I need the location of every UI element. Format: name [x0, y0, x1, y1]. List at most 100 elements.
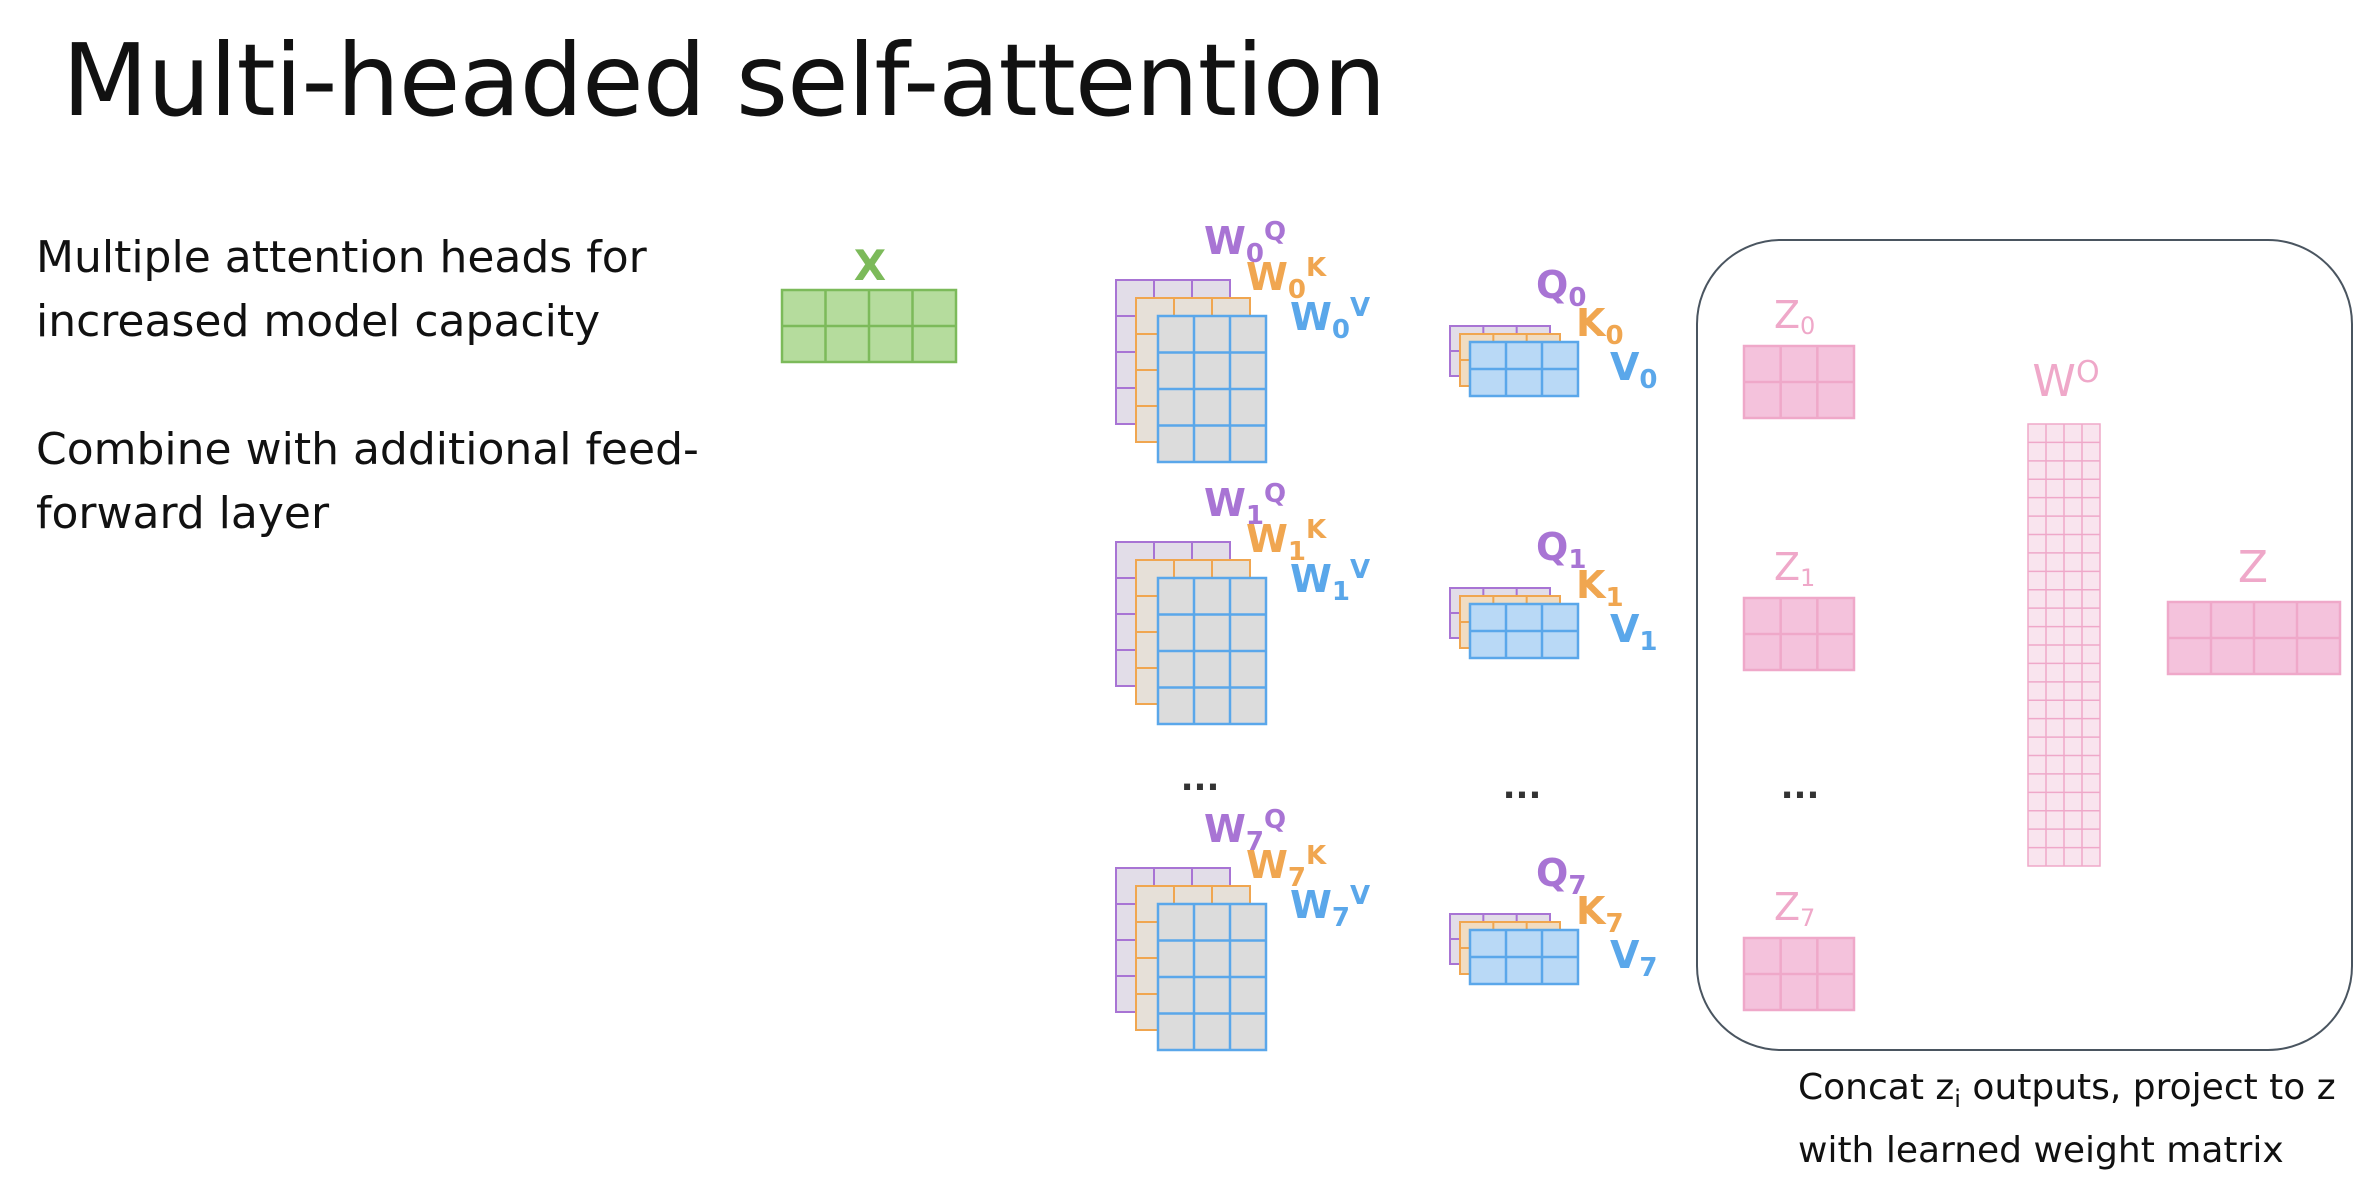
wv-subscript: 1	[1332, 577, 1350, 607]
wv-matrix	[1156, 314, 1268, 464]
z-ellipsis: ...	[1781, 767, 1820, 807]
wv-matrix	[1156, 576, 1268, 726]
wk-subscript: 7	[1288, 863, 1306, 893]
v-matrix	[1468, 928, 1580, 986]
wv-letter: W	[1290, 557, 1332, 601]
v-letter: V	[1610, 933, 1640, 977]
q-letter: Q	[1536, 263, 1568, 307]
z-output-label: Z	[2238, 542, 2268, 593]
wv-superscript: V	[1350, 293, 1370, 323]
v-subscript: 1	[1639, 627, 1657, 657]
q-label: Q7	[1536, 851, 1586, 901]
caption-text: outputs, project to z	[1960, 1067, 2336, 1108]
v-letter: V	[1610, 345, 1640, 389]
wv-label: W0V	[1290, 293, 1370, 345]
v-subscript: 0	[1639, 365, 1657, 395]
wq-subscript: 7	[1246, 827, 1264, 857]
x-matrix	[780, 288, 958, 364]
caption-subscript: i	[1954, 1085, 1961, 1113]
wk-letter: W	[1246, 843, 1288, 887]
k-letter: K	[1576, 301, 1607, 345]
z-label: Z1	[1774, 545, 1815, 592]
bullet-line: Multiple attention heads for	[36, 232, 647, 283]
page-title: Multi-headed self-attention	[62, 22, 1386, 139]
wq-superscript: Q	[1264, 479, 1286, 509]
q-label: Q1	[1536, 525, 1586, 575]
wo-matrix	[2027, 423, 2101, 867]
bullet-line: Combine with additional feed-	[36, 424, 699, 475]
k-label: K1	[1576, 563, 1624, 613]
k-subscript: 1	[1605, 583, 1623, 613]
z-output-grid	[2166, 600, 2342, 676]
v-letter: V	[1610, 607, 1640, 651]
wo-label: WO	[2032, 355, 2099, 407]
x-matrix-grid	[780, 288, 958, 364]
v-label: V1	[1610, 607, 1658, 657]
q-subscript: 0	[1568, 283, 1586, 313]
z-output-matrix	[2166, 600, 2342, 676]
wk-label: W7K	[1246, 841, 1327, 893]
wk-letter: W	[1246, 517, 1288, 561]
wv-matrix	[1156, 902, 1268, 1052]
k-label: K0	[1576, 301, 1624, 351]
v-matrix	[1468, 340, 1580, 398]
wv-label: W1V	[1290, 555, 1370, 607]
wk-superscript: K	[1306, 515, 1327, 545]
z-matrix	[1742, 344, 1856, 420]
wv-letter: W	[1290, 295, 1332, 339]
wq-label: W7Q	[1204, 805, 1286, 857]
z-matrix	[1742, 936, 1856, 1012]
v-label: V7	[1610, 933, 1658, 983]
wk-subscript: 1	[1288, 537, 1306, 567]
wk-letter: W	[1246, 255, 1288, 299]
wv-label: W7V	[1290, 881, 1370, 933]
x-label: X	[854, 241, 886, 290]
k-letter: K	[1576, 563, 1607, 607]
bullet-capacity: Multiple attention heads for increased m…	[36, 226, 736, 354]
wv-subscript: 0	[1332, 315, 1350, 345]
caption-line-2: with learned weight matrix	[1798, 1130, 2284, 1171]
q-subscript: 7	[1568, 871, 1586, 901]
wv-letter: W	[1290, 883, 1332, 927]
concat-frame	[1696, 239, 2353, 1051]
wq-label: W0Q	[1204, 217, 1286, 269]
wk-superscript: K	[1306, 253, 1327, 283]
qkv-ellipsis: ...	[1503, 767, 1542, 807]
z-matrix	[1742, 596, 1856, 672]
z-letter: Z	[1774, 545, 1800, 589]
weights-ellipsis: ...	[1181, 759, 1220, 799]
z-letter: Z	[1774, 293, 1800, 337]
z-label: Z0	[1774, 293, 1815, 340]
z-subscript: 0	[1800, 312, 1815, 340]
v-label: V0	[1610, 345, 1658, 395]
wq-letter: W	[1204, 481, 1246, 525]
wk-label: W0K	[1246, 253, 1327, 305]
wq-superscript: Q	[1264, 217, 1286, 247]
v-matrix	[1468, 602, 1580, 660]
wo-superscript: O	[2076, 355, 2100, 390]
wk-superscript: K	[1306, 841, 1327, 871]
z-subscript: 7	[1800, 904, 1815, 932]
wo-matrix-grid	[2027, 423, 2101, 867]
attention-heads: W0QW0KW0VQ0K0V0Z0W1QW1KW1VQ1K1V1Z1W7QW7K…	[1115, 217, 1856, 1052]
wv-superscript: V	[1350, 881, 1370, 911]
wq-letter: W	[1204, 807, 1246, 851]
k-label: K7	[1576, 889, 1624, 939]
caption-text: Concat z	[1798, 1067, 1955, 1108]
wk-label: W1K	[1246, 515, 1327, 567]
concat-caption: Concat zi outputs, project to z with lea…	[1798, 1062, 2336, 1177]
v-subscript: 7	[1639, 953, 1657, 983]
caption-line-1: Concat zi outputs, project to z	[1798, 1062, 2336, 1125]
bullet-feedforward: Combine with additional feed- forward la…	[36, 418, 736, 546]
wv-subscript: 7	[1332, 903, 1350, 933]
z-label: Z7	[1774, 885, 1815, 932]
bullet-line: increased model capacity	[36, 296, 601, 347]
k-subscript: 7	[1605, 909, 1623, 939]
q-letter: Q	[1536, 851, 1568, 895]
wo-letter: W	[2032, 356, 2076, 407]
wq-label: W1Q	[1204, 479, 1286, 531]
